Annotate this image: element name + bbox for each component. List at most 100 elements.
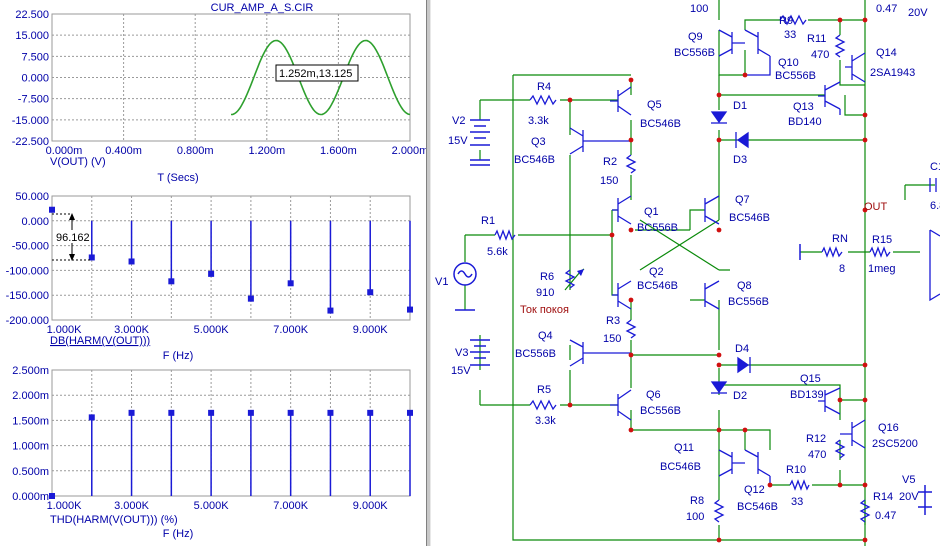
transistor-q15	[818, 387, 841, 415]
junction-node	[716, 427, 722, 433]
component-label: BC556B	[640, 405, 681, 417]
pane-splitter[interactable]	[426, 0, 431, 546]
cursor-readout[interactable]: 1.252m,13.125	[275, 64, 359, 82]
component-label: R9	[779, 15, 793, 27]
component-label: R1	[481, 215, 495, 227]
x-tick-label: 5.000K	[194, 324, 230, 336]
component-label: Q3	[531, 136, 546, 148]
component-label: 2SA1943	[870, 67, 915, 79]
component-label: 5.6k	[487, 246, 508, 258]
resistor-r3	[625, 319, 637, 339]
component-label: Q8	[737, 280, 752, 292]
component-label: BC546B	[640, 118, 681, 130]
component-label: Q9	[688, 31, 703, 43]
plot2-ylabel[interactable]: DB(HARM(V(OUT)))	[50, 335, 150, 347]
y-tick-label: -15.000	[12, 115, 49, 127]
component-label: R10	[786, 464, 806, 476]
component-label: 20V	[899, 491, 919, 503]
component-label: BD139	[790, 389, 824, 401]
component-label: C1	[930, 161, 940, 173]
transistor-q6	[610, 389, 632, 421]
y-tick-label: 1.000m	[12, 441, 49, 453]
harmonic-point	[327, 307, 334, 314]
transistor-q5	[610, 86, 632, 116]
y-tick-label: 50.000	[15, 191, 49, 203]
resistor-r4	[529, 94, 557, 106]
capacitor-c1	[929, 178, 937, 192]
harmonic-point	[407, 306, 413, 313]
junction-nodes	[567, 17, 868, 543]
junction-node	[628, 77, 634, 83]
component-label: Q11	[674, 442, 694, 454]
junction-node	[837, 397, 843, 403]
y-tick-label: 2.000m	[12, 390, 49, 402]
thd-point	[168, 409, 175, 416]
x-tick-label: 9.000K	[353, 500, 389, 512]
diode-d3	[735, 131, 749, 149]
diodes	[710, 111, 751, 394]
plot1-xlabel: T (Secs)	[157, 172, 198, 184]
junction-node	[716, 92, 722, 98]
junction-node	[862, 17, 868, 23]
component-label: Q2	[649, 266, 664, 278]
x-tick-label: 2.000m	[392, 145, 426, 157]
diode-d4	[737, 356, 751, 374]
harmonic-point	[208, 270, 215, 277]
junction-node	[862, 207, 868, 213]
component-label: BC546B	[660, 461, 701, 473]
x-tick-label: 5.000K	[194, 500, 230, 512]
transistor-q8	[704, 280, 720, 310]
transistor-q4	[569, 339, 631, 367]
component-label: R12	[806, 433, 826, 445]
thd-point	[407, 409, 413, 416]
x-tick-label: 3.000K	[114, 500, 150, 512]
delta-marker[interactable]: 96.162	[52, 213, 90, 261]
resistor-r1	[494, 229, 516, 241]
harmonic-point	[168, 278, 175, 285]
component-label: Q14	[876, 47, 897, 59]
thd-point	[88, 414, 95, 421]
x-tick-label: 3.000K	[114, 324, 150, 336]
junction-node	[609, 232, 615, 238]
component-label: 8	[839, 263, 845, 275]
transistor-q3	[569, 127, 631, 155]
harmonic-point	[49, 206, 55, 213]
resistor-r2	[625, 154, 637, 174]
resistor-r12	[834, 439, 846, 459]
component-label: BC546B	[637, 280, 678, 292]
y-tick-label: -150.000	[6, 290, 49, 302]
harmonic-point	[247, 295, 254, 302]
component-label: Q10	[778, 57, 799, 69]
resistor-rn	[821, 246, 843, 258]
harmonic-point	[367, 289, 374, 296]
y-tick-label: -100.000	[6, 265, 49, 277]
component-label: BC556B	[728, 296, 769, 308]
component-label: BC556B	[637, 222, 678, 234]
plot-title: CUR_AMP_A_S.CIR	[211, 2, 314, 14]
component-label: 15V	[451, 365, 471, 377]
component-label: D4	[735, 343, 749, 355]
junction-node	[716, 537, 722, 543]
component-label: R4	[537, 81, 551, 93]
component-label: 3.3k	[528, 115, 549, 127]
component-label: 2SC5200	[872, 438, 918, 450]
y-tick-label: -7.500	[18, 94, 49, 106]
thd-point	[247, 409, 254, 416]
opamp-partial	[929, 229, 940, 302]
component-label: 470	[808, 449, 826, 461]
x-tick-label: 9.000K	[353, 324, 389, 336]
battery-v5	[918, 485, 932, 515]
component-label: R8	[690, 495, 704, 507]
junction-node	[862, 362, 868, 368]
thd-point	[287, 409, 294, 416]
x-tick-label: 0.400m	[105, 145, 142, 157]
resistor-r9	[779, 14, 807, 26]
transistor-q10	[744, 29, 771, 76]
component-label: 15V	[448, 135, 468, 147]
harmonic-point	[88, 254, 95, 261]
transistor-q14	[845, 52, 866, 83]
resistor-r15	[869, 246, 891, 258]
component-label: 100	[690, 3, 708, 15]
transistor-q12	[744, 449, 771, 485]
